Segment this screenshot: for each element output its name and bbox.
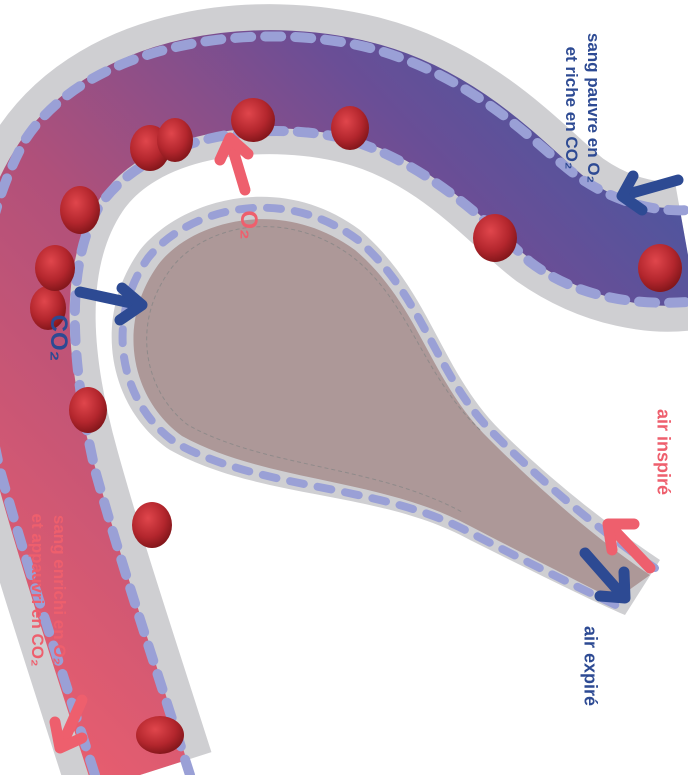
blood-cell-icon	[132, 502, 172, 548]
blood-cell-icon	[231, 98, 275, 142]
blood-out-label: sang enrichi en O₂ et appauvri en CO₂	[26, 513, 70, 666]
air-inspired-label: air inspiré	[653, 409, 674, 495]
o2-arrow-icon	[220, 138, 248, 190]
blood-in-label-line-1: sang pauvre en O₂	[582, 33, 604, 183]
blood-in-label-line-2: et riche en CO₂	[560, 33, 582, 183]
co2-label: CO₂	[44, 315, 72, 362]
blood-cell-icon	[136, 716, 184, 754]
o2-label: O₂	[234, 210, 262, 239]
blood-cell-icon	[35, 245, 75, 291]
blood-in-label: sang pauvre en O₂ et riche en CO₂	[560, 33, 604, 183]
blood-cell-icon	[157, 118, 193, 162]
blood-cell-icon	[473, 214, 517, 262]
blood-cell-icon	[331, 106, 369, 150]
blood-out-label-line-2: et appauvri en CO₂	[26, 513, 48, 666]
blood-cell-icon	[638, 244, 682, 292]
air-expired-label: air expiré	[580, 626, 601, 706]
blood-out-label-line-1: sang enrichi en O₂	[48, 513, 70, 666]
blood-cell-icon	[60, 186, 100, 234]
blood-cell-icon	[69, 387, 107, 433]
